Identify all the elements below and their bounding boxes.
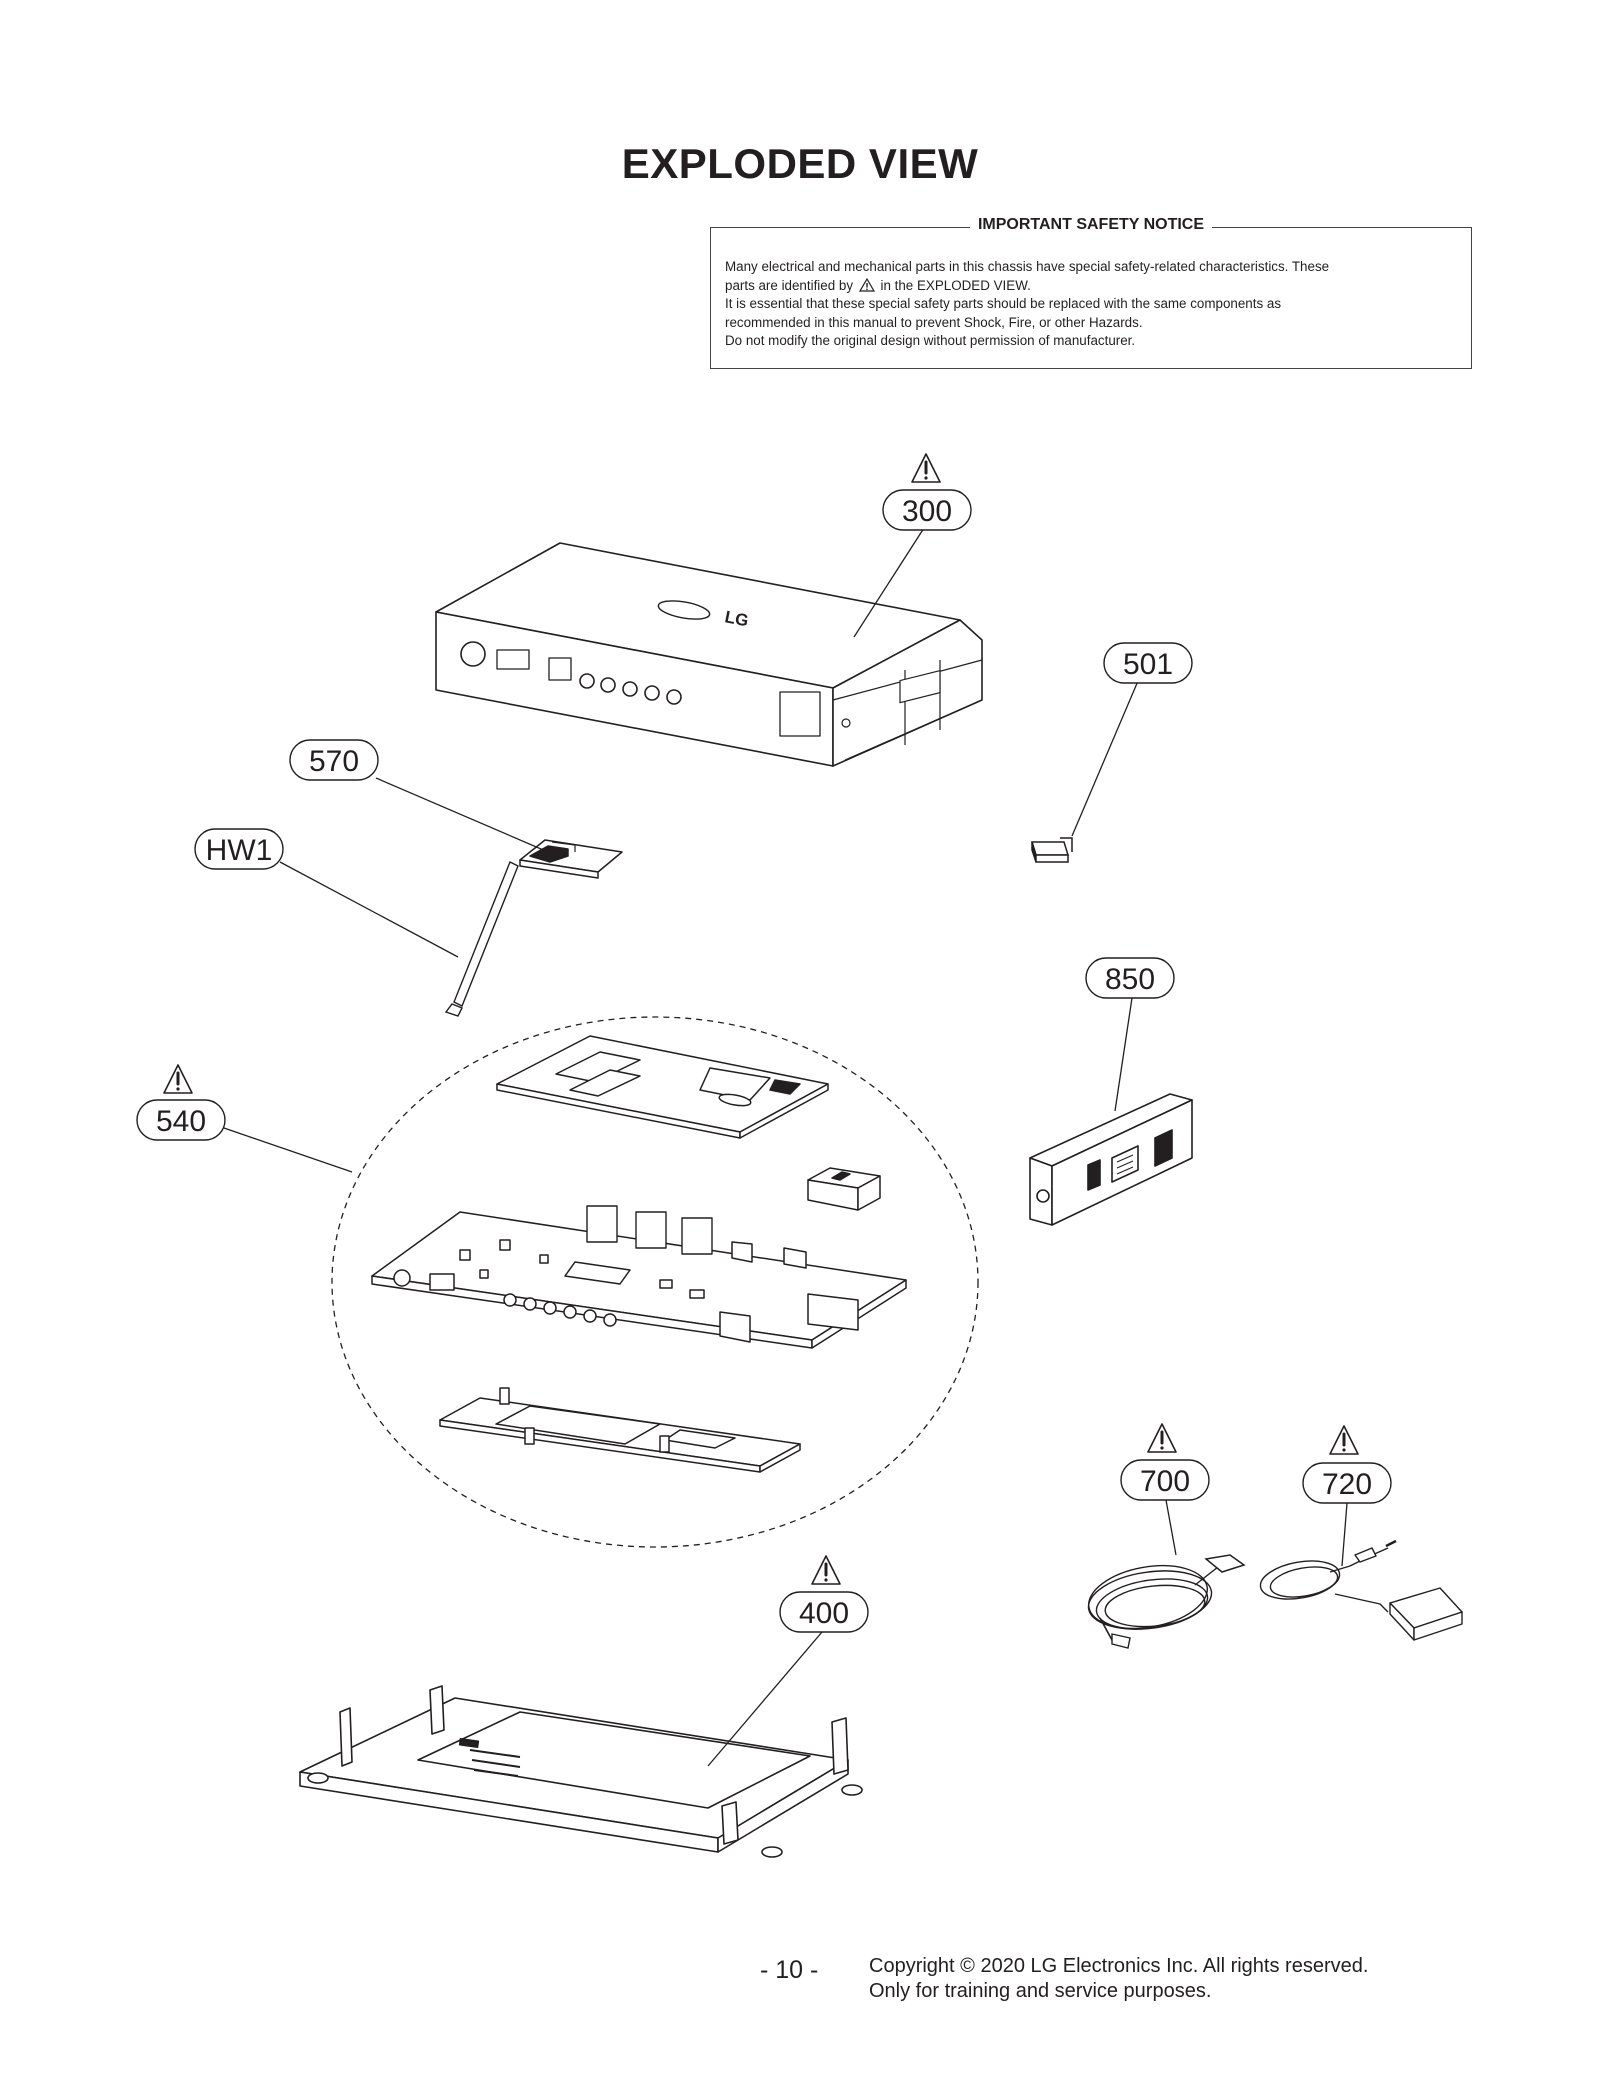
- callout-300-label: 300: [902, 495, 952, 528]
- callout-720-label: 720: [1322, 1468, 1372, 1501]
- callout-720: 720: [1302, 1462, 1392, 1504]
- warning-triangle-icon: [162, 1063, 194, 1095]
- callout-hw1-label: HW1: [206, 834, 273, 867]
- callout-850: 850: [1085, 957, 1175, 999]
- leader-lines: [223, 527, 1348, 1767]
- part-540-group-outline: [331, 1016, 979, 1548]
- part-400-bottom-chassis: [299, 1685, 863, 1858]
- copyright-notice: Copyright © 2020 LG Electronics Inc. All…: [869, 1954, 1368, 2004]
- warning-triangle-icon: [910, 452, 942, 484]
- callout-501: 501: [1103, 642, 1193, 684]
- cover-lg-logo: LG: [723, 607, 750, 630]
- part-hw1-antenna-cable: [444, 861, 519, 1017]
- part-700-power-cord: [1087, 1554, 1246, 1649]
- safety-notice-box: IMPORTANT SAFETY NOTICE Many electrical …: [710, 216, 1472, 369]
- callout-300: 300: [882, 489, 972, 531]
- notice-line-2: parts are identified by in the EXPLODED …: [725, 277, 1457, 296]
- notice-line-4: recommended in this manual to prevent Sh…: [725, 314, 1143, 330]
- callout-540-label: 540: [156, 1105, 206, 1138]
- callout-850-label: 850: [1105, 963, 1155, 996]
- callout-400-label: 400: [799, 1597, 849, 1630]
- callout-570: 570: [289, 739, 379, 781]
- page-number: - 10 -: [760, 1956, 819, 1984]
- warning-triangle-icon: [810, 1554, 842, 1586]
- page-title: EXPLODED VIEW: [621, 140, 979, 187]
- callout-570-label: 570: [309, 745, 359, 778]
- part-540-small-shield: [807, 1167, 881, 1211]
- callout-540: 540: [136, 1099, 226, 1141]
- callout-501-label: 501: [1123, 648, 1173, 681]
- part-720-ac-adapter: [1259, 1539, 1463, 1641]
- warning-triangle-icon: [1146, 1422, 1178, 1454]
- part-540-main-pcb: [371, 1205, 907, 1349]
- notice-line-2-start: parts are identified by: [725, 277, 854, 293]
- callout-hw1: HW1: [194, 828, 284, 870]
- notice-line-3: It is essential that these special safet…: [725, 296, 1282, 312]
- warning-triangle-icon: [1328, 1424, 1360, 1456]
- callout-400: 400: [779, 1591, 869, 1633]
- callout-700-label: 700: [1140, 1465, 1190, 1498]
- part-570-module: [519, 839, 623, 879]
- safety-notice-heading: IMPORTANT SAFETY NOTICE: [711, 216, 1471, 234]
- part-501-clip: [1030, 837, 1073, 863]
- part-540-bottom-shield: [439, 1387, 801, 1473]
- warning-triangle-icon: [858, 277, 875, 292]
- copyright-line: Copyright © 2020 LG Electronics Inc. All…: [869, 1955, 1369, 1977]
- notice-line-5: Do not modify the original design withou…: [725, 333, 1136, 349]
- notice-line-1: Many electrical and mechanical parts in …: [725, 259, 1330, 274]
- usage-line: Only for training and service purposes.: [869, 1980, 1212, 2002]
- safety-notice-body: Many electrical and mechanical parts in …: [725, 258, 1457, 351]
- part-850-rear-bracket: [1029, 1093, 1193, 1226]
- notice-line-2-end: in the EXPLODED VIEW.: [880, 277, 1031, 293]
- callout-700: 700: [1120, 1459, 1210, 1501]
- part-540-top-shield: [496, 1035, 829, 1139]
- part-300-top-cover: [435, 542, 983, 767]
- safety-notice-heading-text: IMPORTANT SAFETY NOTICE: [969, 216, 1213, 233]
